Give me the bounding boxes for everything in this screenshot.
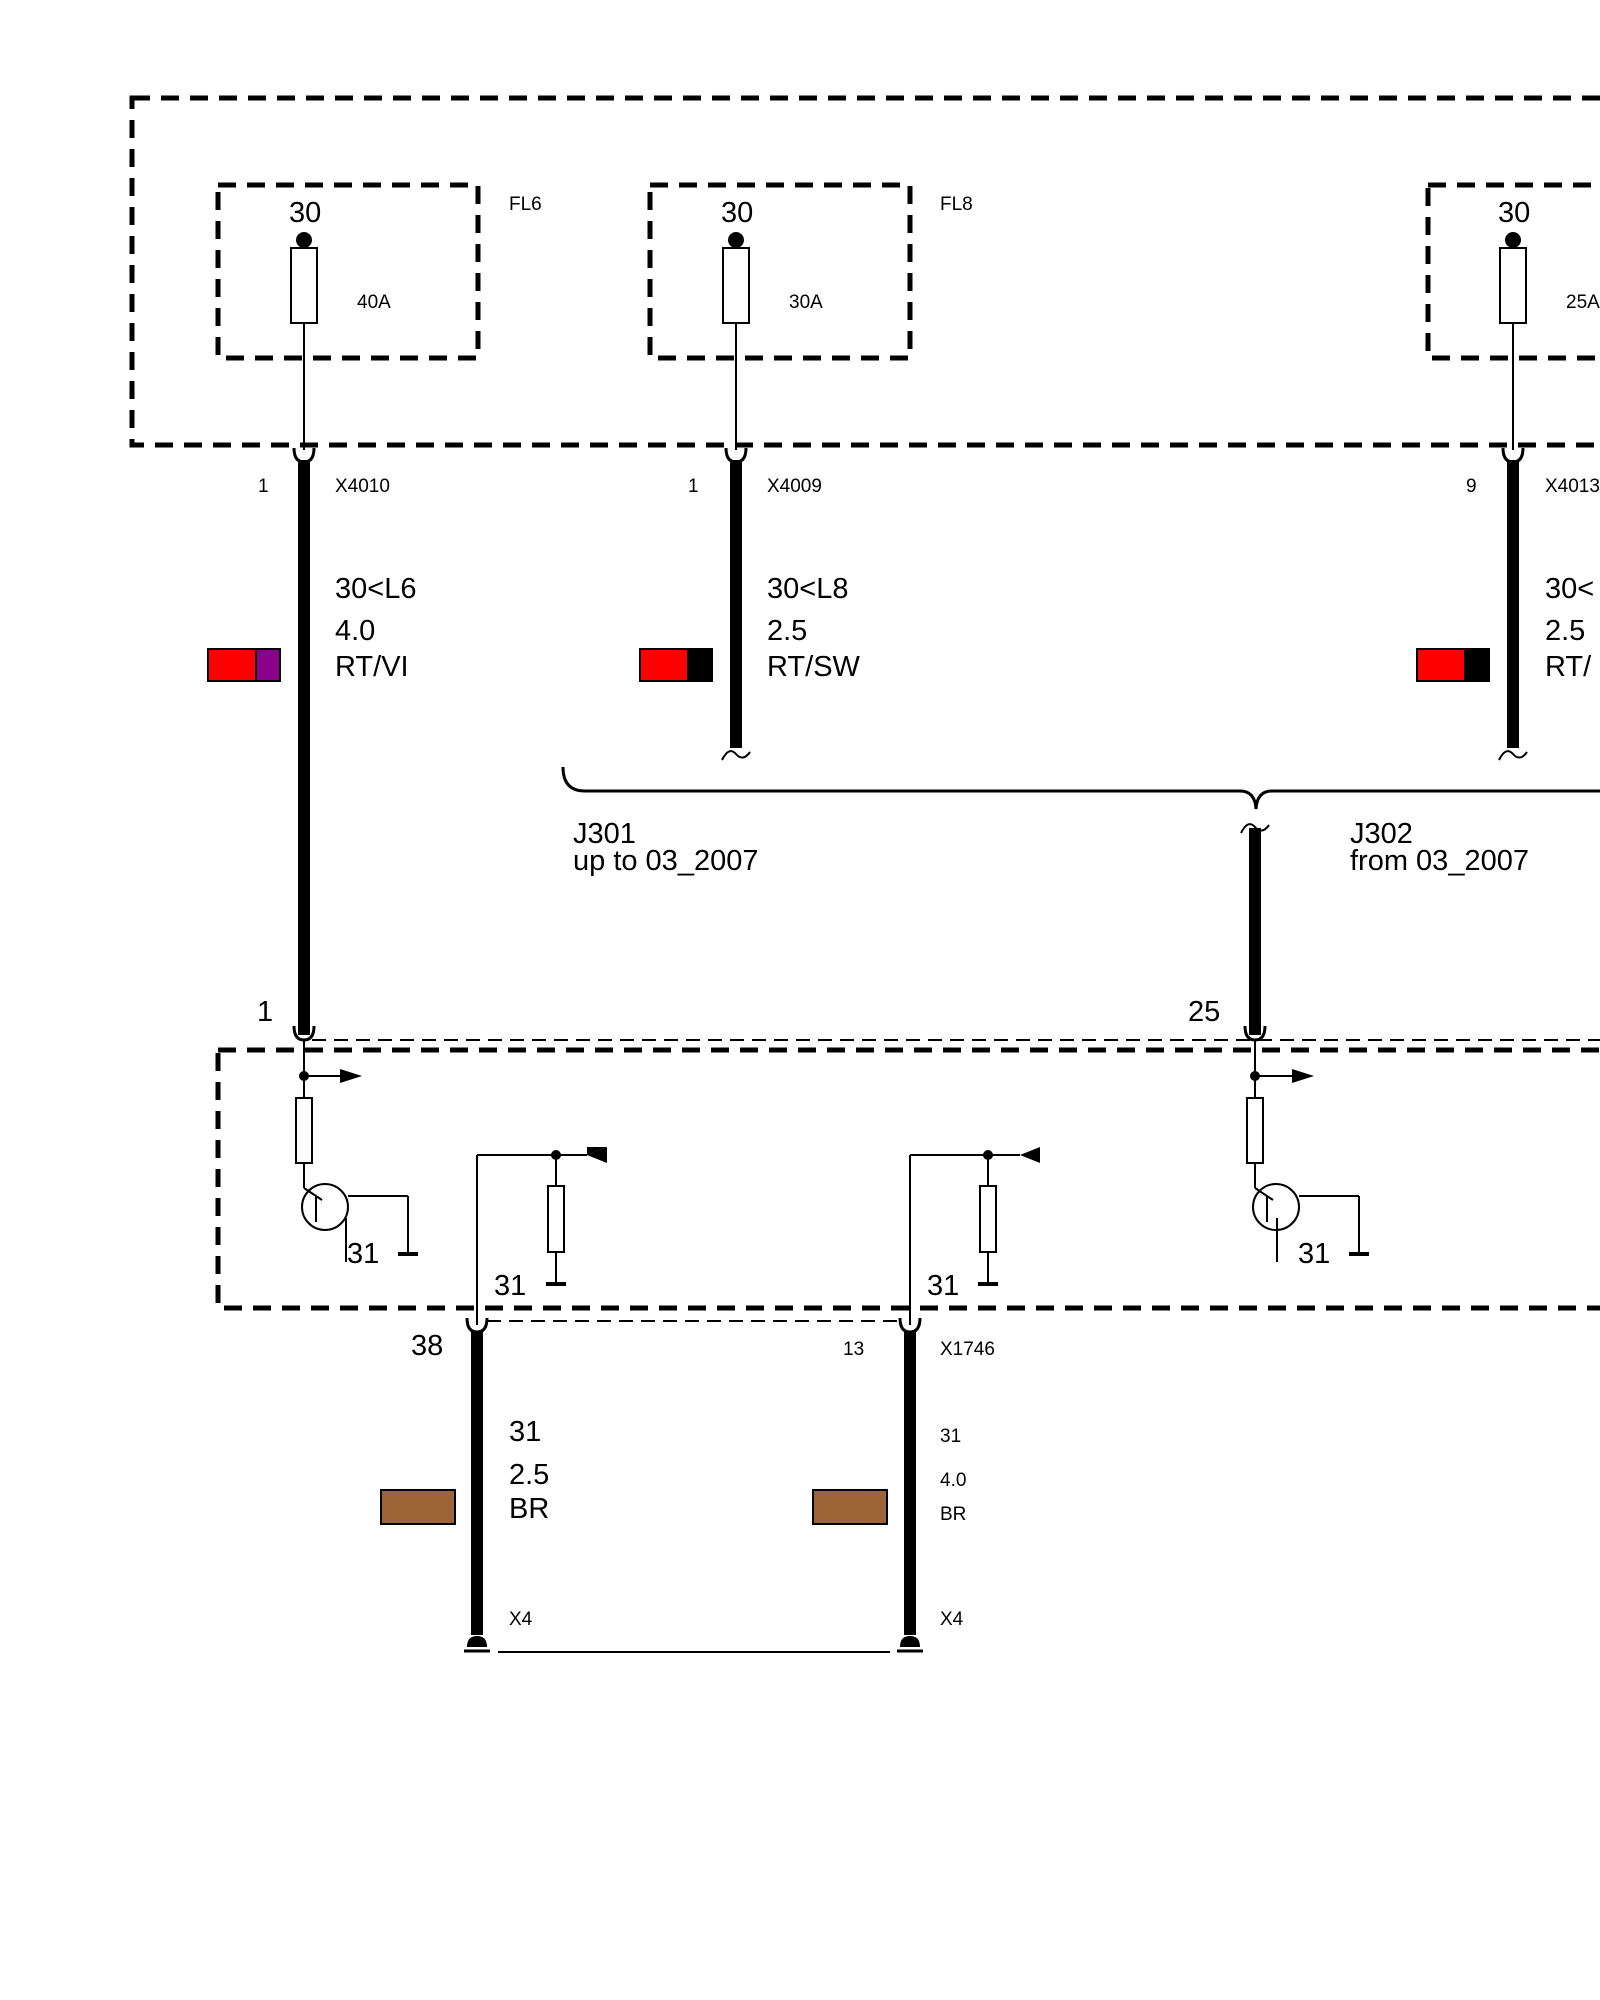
fuse-symbol bbox=[1499, 232, 1527, 450]
fuse-box bbox=[129, 95, 1600, 448]
ground-point bbox=[897, 1636, 923, 1653]
ground-label: 31 bbox=[494, 1270, 526, 1302]
wire-color-swatch bbox=[812, 1489, 888, 1525]
connector-cup bbox=[724, 447, 748, 464]
ground-label: 31 bbox=[347, 1238, 379, 1270]
ground-point bbox=[464, 1636, 490, 1653]
wire-color-swatch bbox=[1464, 648, 1490, 682]
fuse-cell-fl6 bbox=[215, 182, 481, 361]
wire-gauge: 4.0 bbox=[335, 615, 375, 647]
wire-signal: 30<L6 bbox=[335, 573, 416, 605]
wire-color-swatch bbox=[255, 648, 281, 682]
fuse-id-label: FL8 bbox=[940, 194, 973, 215]
fuse-terminal-label: 30 bbox=[289, 197, 321, 229]
wire-color-swatch bbox=[639, 648, 689, 682]
ground-sense-circuit bbox=[909, 1147, 1040, 1325]
output-driver bbox=[1246, 1040, 1369, 1262]
variant-code: J302 bbox=[1350, 818, 1413, 850]
wire-color-code: RT/VI bbox=[335, 651, 409, 683]
wire-gauge: 2.5 bbox=[509, 1459, 549, 1491]
connector-cup bbox=[292, 447, 316, 464]
module-pin-number: 1 bbox=[257, 996, 273, 1028]
ground-point-label: X4 bbox=[940, 1609, 964, 1630]
ground-label: 31 bbox=[1298, 1238, 1330, 1270]
fuse-cell-3 bbox=[1425, 182, 1600, 361]
connector-id: X1746 bbox=[940, 1339, 995, 1360]
fuse-rating-label: 40A bbox=[357, 292, 391, 313]
output-driver bbox=[295, 1040, 418, 1262]
variant-description: from 03_2007 bbox=[1350, 845, 1529, 877]
wire-color-code: BR bbox=[509, 1493, 549, 1525]
module-pin-number: 25 bbox=[1188, 996, 1220, 1028]
variant-brace bbox=[561, 766, 1600, 810]
pin-number: 1 bbox=[258, 476, 269, 497]
ground-point-label: X4 bbox=[509, 1609, 533, 1630]
wire-signal: 31 bbox=[509, 1416, 541, 1448]
fuse-cell-fl8 bbox=[647, 182, 913, 361]
wire-gauge: 2.5 bbox=[767, 615, 807, 647]
wire-signal: 30< bbox=[1545, 573, 1594, 605]
fuse-terminal-label: 30 bbox=[721, 197, 753, 229]
connector-id: X4010 bbox=[335, 476, 390, 497]
wire-color-code: RT/ bbox=[1545, 651, 1592, 683]
wire-signal: 31 bbox=[940, 1426, 961, 1447]
pin-number: 13 bbox=[843, 1339, 864, 1360]
wire-color-swatch bbox=[380, 1489, 456, 1525]
variant-code: J301 bbox=[573, 818, 636, 850]
wire-color-code: BR bbox=[940, 1504, 966, 1525]
wire-break bbox=[1498, 750, 1528, 761]
wire-color-swatch bbox=[687, 648, 713, 682]
wire-break bbox=[1240, 823, 1270, 834]
wire-color-swatch bbox=[207, 648, 257, 682]
fuse-symbol bbox=[722, 232, 750, 450]
wire-gauge: 4.0 bbox=[940, 1470, 966, 1491]
connector-id: X4009 bbox=[767, 476, 822, 497]
pin-number: 38 bbox=[411, 1330, 443, 1362]
pin-number: 1 bbox=[688, 476, 699, 497]
wire-break bbox=[721, 750, 751, 761]
connector-cup bbox=[1501, 447, 1525, 464]
pin-number: 9 bbox=[1466, 476, 1477, 497]
ground-label: 31 bbox=[927, 1270, 959, 1302]
ground-sense-circuit bbox=[476, 1147, 607, 1325]
fuse-symbol bbox=[290, 232, 318, 450]
fuse-rating-label: 30A bbox=[789, 292, 823, 313]
variant-description: up to 03_2007 bbox=[573, 845, 758, 877]
wire-color-swatch bbox=[1416, 648, 1466, 682]
fuse-terminal-label: 30 bbox=[1498, 197, 1530, 229]
wire-gauge: 2.5 bbox=[1545, 615, 1585, 647]
control-module bbox=[215, 1047, 1600, 1311]
fuse-rating-label: 25A bbox=[1566, 292, 1600, 313]
wire-signal: 30<L8 bbox=[767, 573, 848, 605]
fuse-id-label: FL6 bbox=[509, 194, 542, 215]
wire-color-code: RT/SW bbox=[767, 651, 861, 683]
connector-id: X4013 bbox=[1545, 476, 1600, 497]
